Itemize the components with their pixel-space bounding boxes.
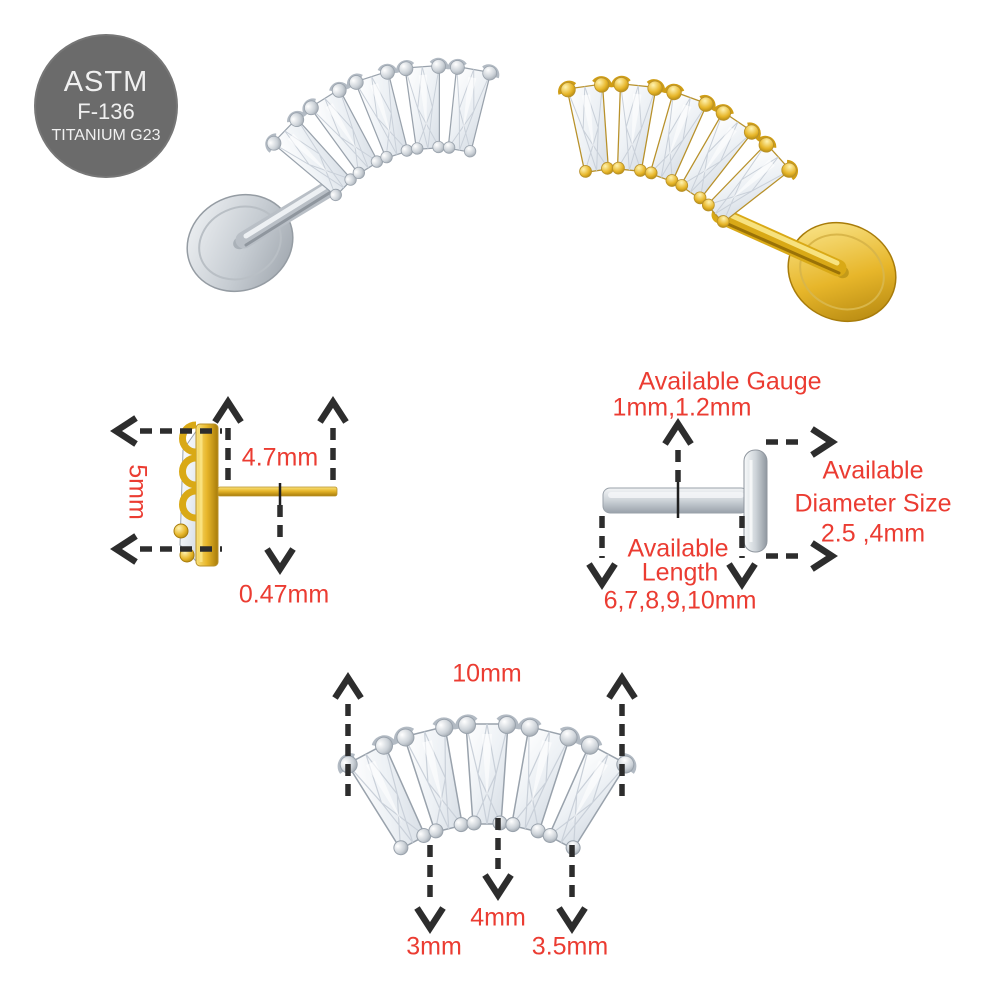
length-arrow-right-up <box>317 396 349 480</box>
label-post-length: 4.7mm <box>241 443 319 472</box>
thickness-arrow-down <box>264 505 296 575</box>
gauge-arrow-up <box>662 418 694 482</box>
badge-standard: ASTM <box>63 65 149 98</box>
length-arrow-left-up <box>212 396 244 480</box>
label-crown-height: 5mm <box>123 464 152 520</box>
label-length-title-1: Available <box>627 534 729 563</box>
length-arrow-right-down <box>726 516 758 590</box>
crystal-crown-top-view <box>337 714 637 856</box>
label-gauge-title: Available Gauge <box>638 367 822 396</box>
label-crown-width: 10mm <box>452 659 522 688</box>
height-arrow-top <box>110 415 222 447</box>
length-arrow-left-down <box>586 516 618 590</box>
label-left-height: 3mm <box>406 932 462 961</box>
label-post-thickness: 0.47mm <box>238 580 330 609</box>
badge-material: TITANIUM G23 <box>51 126 161 144</box>
label-diameter-title-2: Diameter Size <box>794 489 952 518</box>
label-right-height: 3.5mm <box>531 932 609 961</box>
width-arrow-right-up <box>606 672 638 797</box>
silver-crystal-crown <box>265 57 500 202</box>
label-length-title-2: Length <box>641 558 719 587</box>
side-height-arrow-right <box>556 845 588 934</box>
gold-stud-image <box>558 75 897 323</box>
silver-stud-image <box>186 57 500 293</box>
label-diameter-values: 2.5 ,4mm <box>820 519 926 548</box>
gold-crystal-crown <box>558 75 799 228</box>
label-length-values: 6,7,8,9,10mm <box>603 586 757 615</box>
side-height-arrow-left <box>414 845 446 934</box>
astm-badge: ASTM F-136 TITANIUM G23 <box>34 34 178 178</box>
labret-post-diagram <box>586 418 838 590</box>
label-gauge-values: 1mm,1.2mm <box>612 393 752 422</box>
label-diameter-title-1: Available <box>822 456 924 485</box>
center-height-arrow <box>482 818 514 901</box>
diameter-arrow-top <box>766 426 838 458</box>
diameter-arrow-bottom <box>766 540 838 572</box>
label-center-height: 4mm <box>470 903 526 932</box>
height-arrow-bottom <box>110 533 222 565</box>
badge-grade: F-136 <box>77 98 135 124</box>
width-arrow-left-up <box>332 672 364 797</box>
side-view-diagram <box>110 396 349 575</box>
top-view-diagram <box>332 672 638 934</box>
